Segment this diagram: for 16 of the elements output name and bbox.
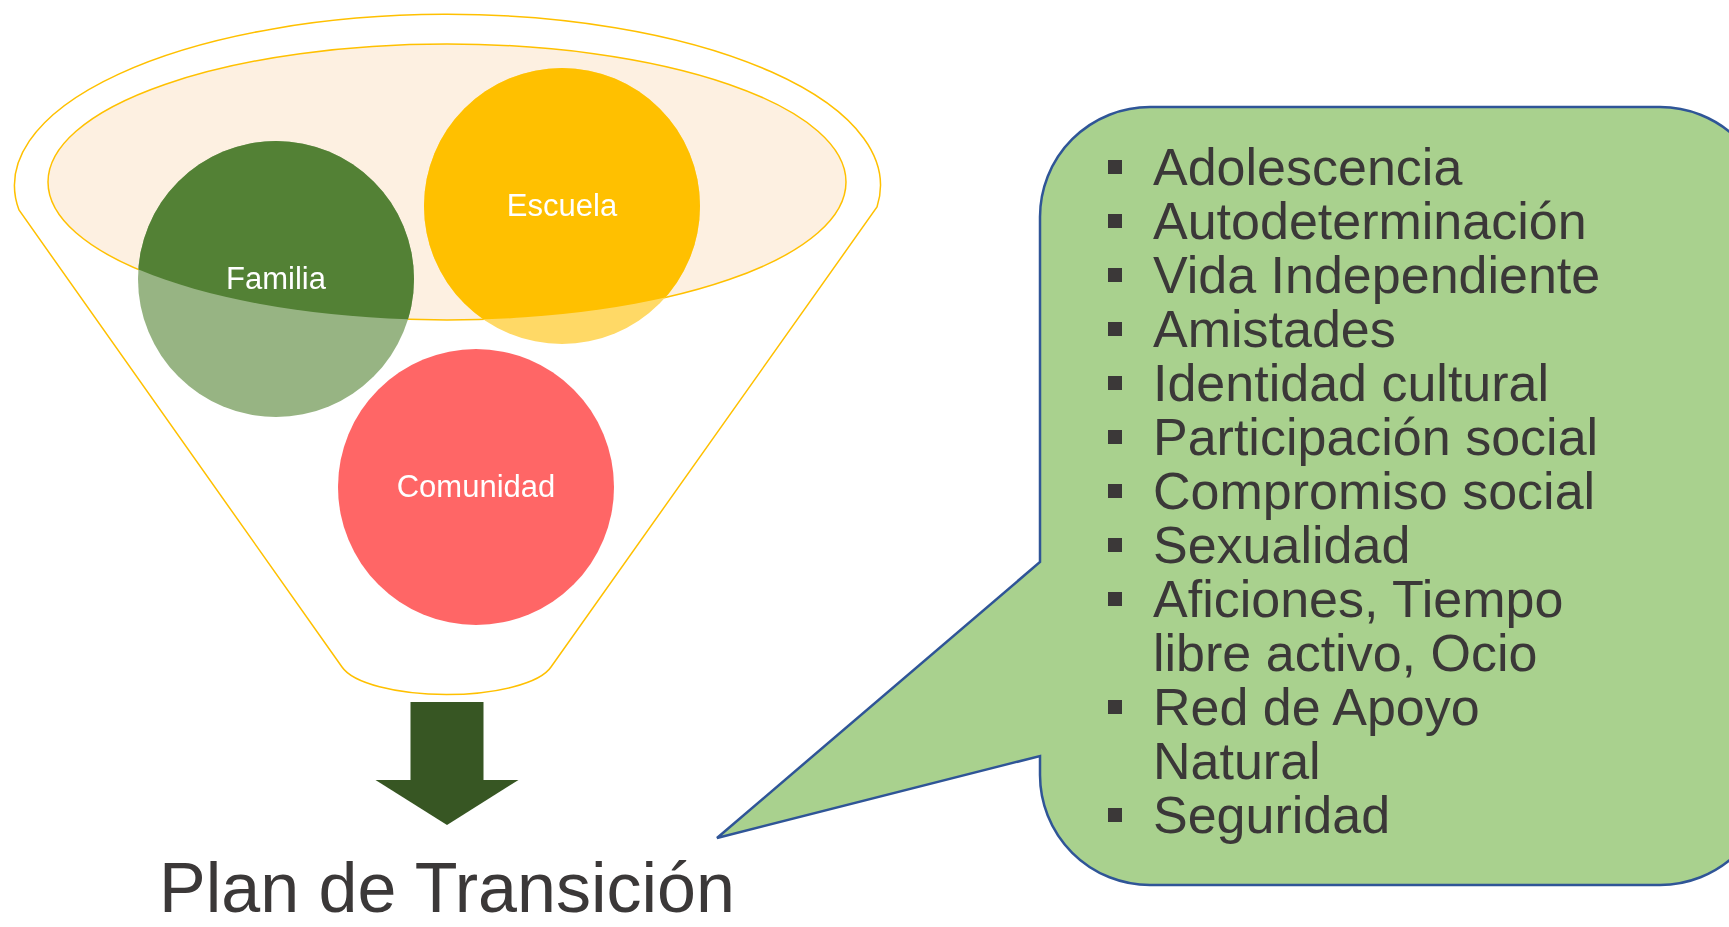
list-item: Autodeterminación [1153, 194, 1588, 248]
down-arrow [375, 702, 519, 825]
list-item: Aficiones, Tiempo libre activo, Ocio [1153, 572, 1565, 680]
circle-label: Familia [226, 261, 326, 297]
circle [138, 141, 414, 417]
list-item: Participación social [1153, 410, 1600, 464]
list-item: Identidad cultural [1153, 356, 1551, 410]
list-item: Seguridad [1153, 788, 1392, 842]
list-item: Red de Apoyo Natural [1153, 680, 1481, 788]
circle-label: Escuela [506, 188, 618, 224]
circle-label: Comunidad [396, 469, 556, 505]
list-item: Adolescencia [1153, 140, 1464, 194]
list-item: Vida Independiente [1153, 248, 1602, 302]
circle [338, 349, 614, 625]
plan-title: Plan de Transición [150, 828, 744, 924]
circle [424, 68, 700, 344]
